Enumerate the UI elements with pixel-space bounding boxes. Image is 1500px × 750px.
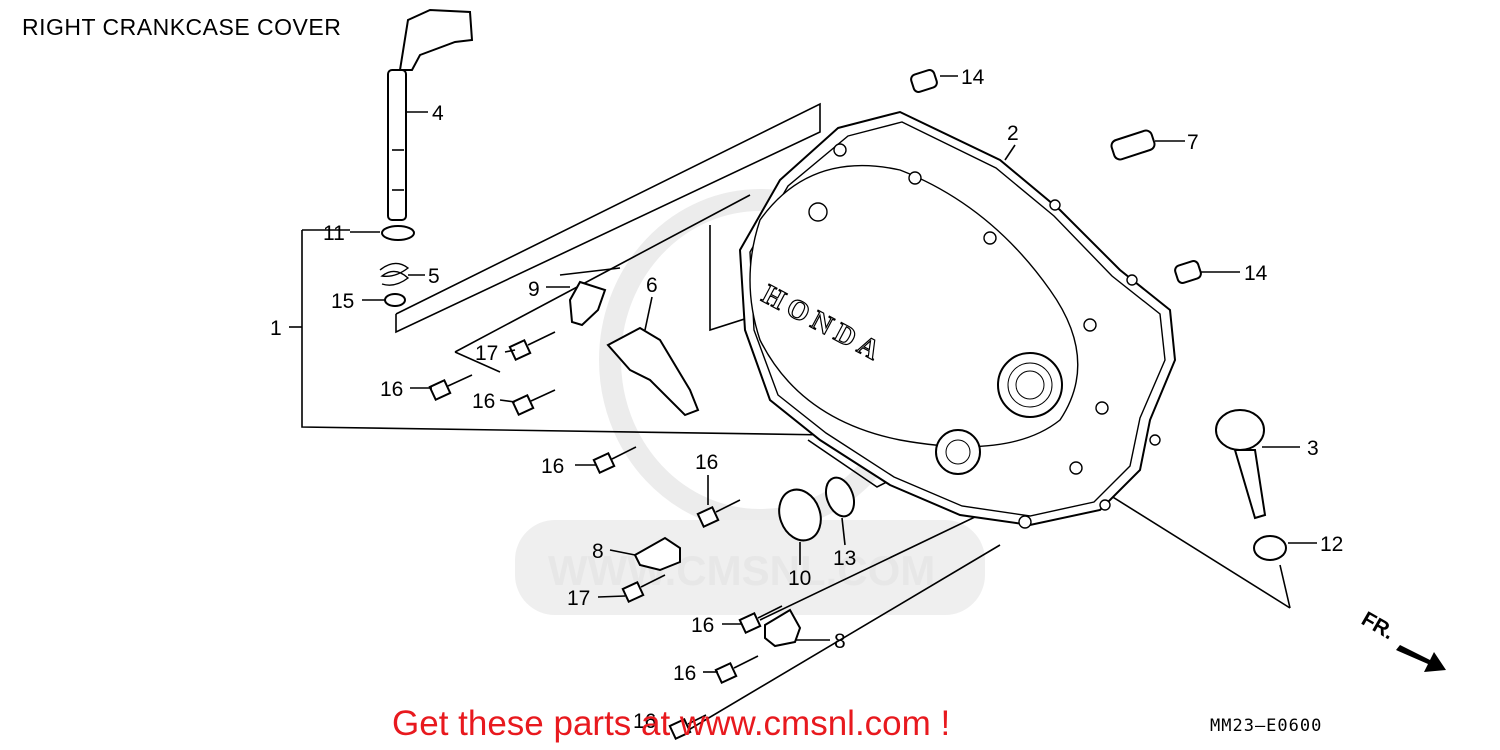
oil-filler-cap-part bbox=[1215, 409, 1267, 520]
callout-8: 8 bbox=[834, 630, 846, 653]
spring-part bbox=[379, 262, 410, 286]
callout-17: 17 bbox=[567, 587, 590, 610]
callout-8: 8 bbox=[592, 540, 604, 563]
callout-2: 2 bbox=[1007, 122, 1019, 145]
callout-16: 16 bbox=[633, 710, 656, 733]
shaft-part bbox=[387, 8, 474, 221]
nut-part bbox=[384, 293, 406, 307]
front-direction-indicator: FR. bbox=[1358, 607, 1446, 672]
callout-1: 1 bbox=[270, 317, 282, 340]
callouts: 1 2 3 4 5 6 7 8 8 9 10 11 12 13 14 14 15… bbox=[270, 66, 1343, 733]
clip-part bbox=[633, 536, 681, 572]
callout-17: 17 bbox=[475, 342, 498, 365]
plug-cap-part bbox=[778, 488, 822, 542]
callout-16: 16 bbox=[541, 455, 564, 478]
watermark-text: WWW.CMSNL.COM bbox=[548, 547, 935, 594]
pin-part bbox=[1110, 129, 1156, 161]
clip-part bbox=[764, 608, 802, 648]
callout-5: 5 bbox=[428, 265, 440, 288]
callout-4: 4 bbox=[432, 102, 444, 125]
front-direction-text: FR. bbox=[1358, 607, 1399, 644]
seal-part bbox=[381, 225, 415, 241]
callout-7: 7 bbox=[1187, 131, 1199, 154]
diagram-code: MM23–E0600 bbox=[1210, 716, 1323, 736]
callout-9: 9 bbox=[528, 278, 540, 301]
callout-14: 14 bbox=[961, 66, 985, 89]
dowel-part bbox=[910, 69, 938, 93]
callout-16: 16 bbox=[380, 378, 403, 401]
bracket-part bbox=[568, 280, 607, 327]
callout-10: 10 bbox=[788, 567, 811, 590]
callout-6: 6 bbox=[646, 274, 658, 297]
callout-16: 16 bbox=[691, 614, 714, 637]
callout-16: 16 bbox=[695, 451, 718, 474]
callout-16: 16 bbox=[472, 390, 495, 413]
callout-13: 13 bbox=[833, 547, 856, 570]
bolts bbox=[428, 331, 783, 741]
dowel-part bbox=[1174, 260, 1202, 284]
callout-15: 15 bbox=[331, 290, 354, 313]
callout-12: 12 bbox=[1320, 533, 1343, 556]
callout-11: 11 bbox=[323, 222, 345, 245]
callout-16: 16 bbox=[673, 662, 696, 685]
callout-14: 14 bbox=[1244, 262, 1268, 285]
washer-part bbox=[1253, 535, 1287, 561]
leader-lines bbox=[350, 75, 1317, 673]
diagram-title: RIGHT CRANKCASE COVER bbox=[22, 14, 342, 40]
o-ring-part bbox=[824, 476, 856, 518]
crankcase-cover: HONDA bbox=[738, 110, 1177, 529]
promo-link-text[interactable]: Get these parts at www.cmsnl.com ! bbox=[392, 704, 951, 743]
clamp-part bbox=[606, 326, 700, 417]
callout-3: 3 bbox=[1307, 437, 1319, 460]
